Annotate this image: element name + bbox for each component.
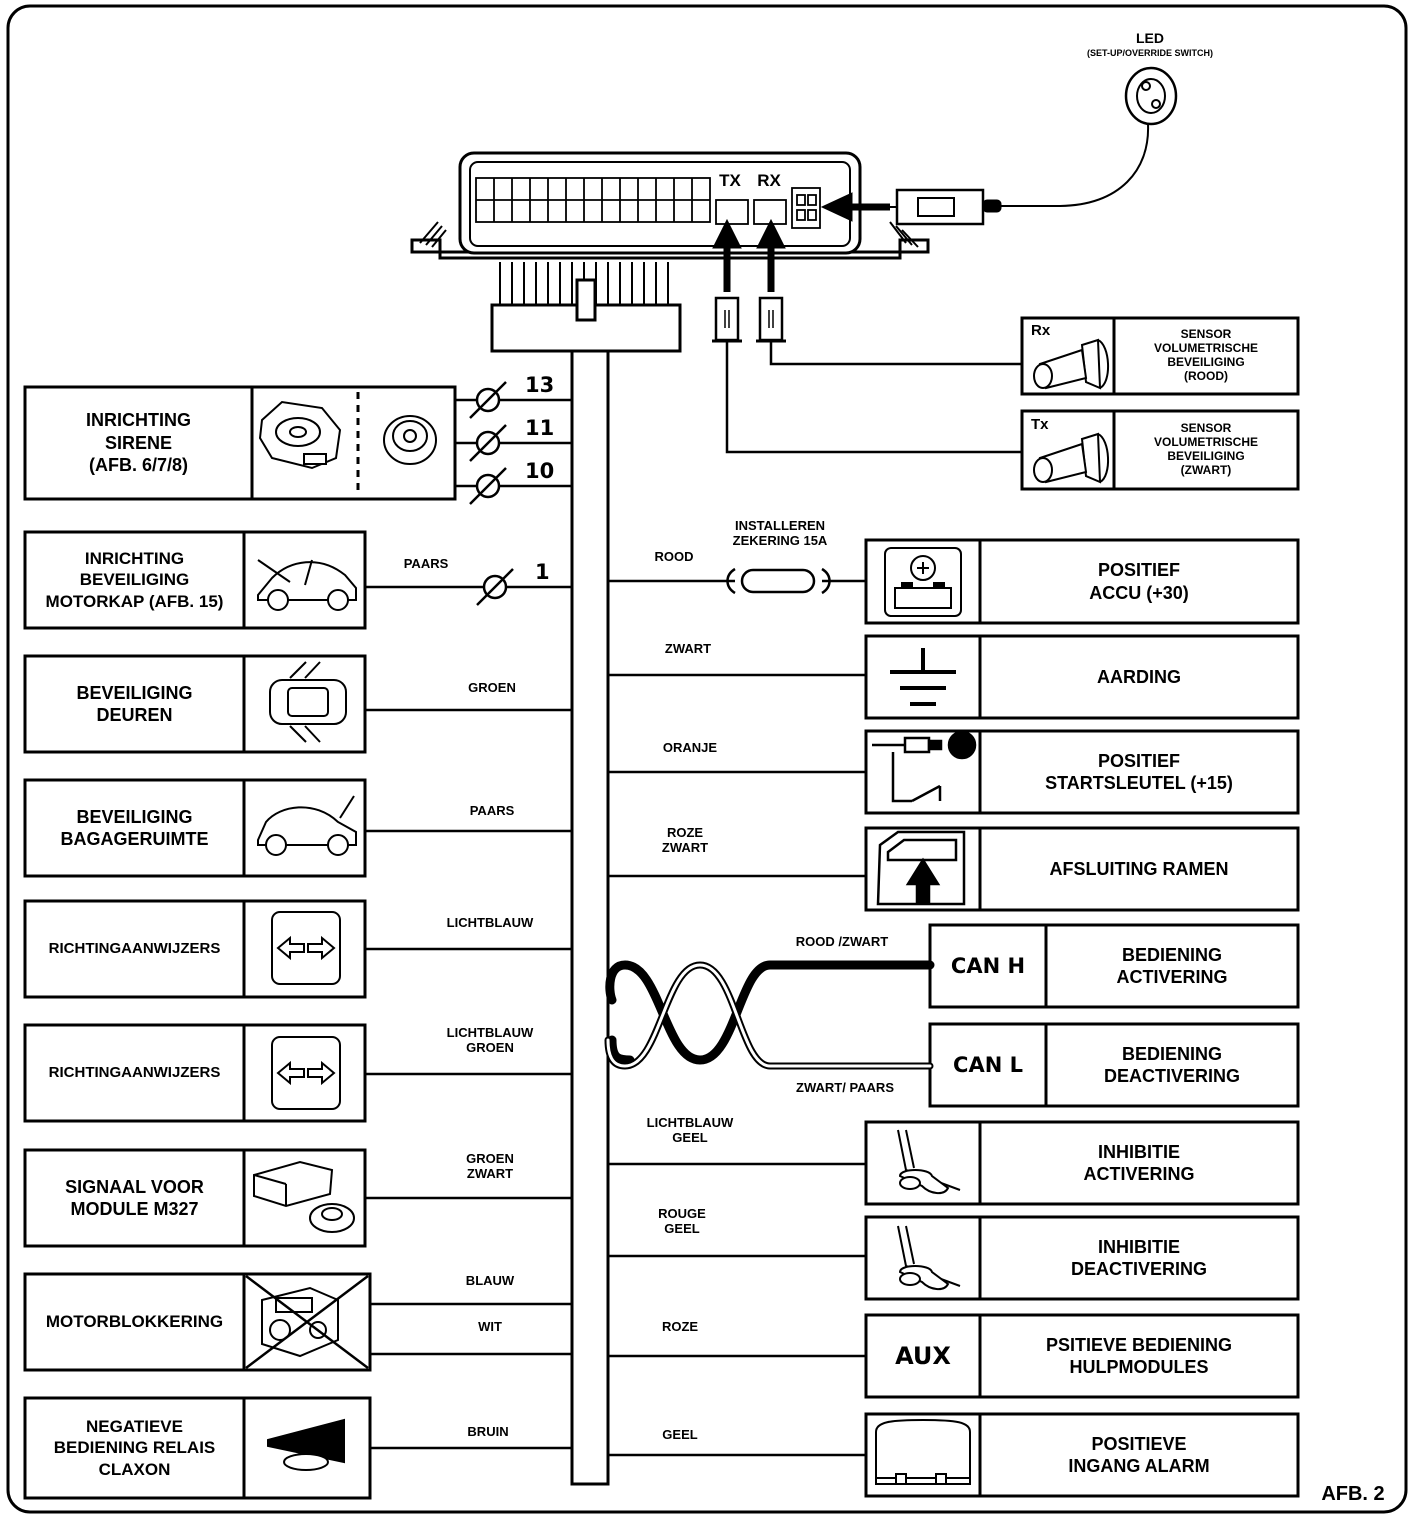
sensor-tx-tag: Tx [1031,415,1049,433]
window-icon [876,830,966,906]
pin-10: 10 [525,459,555,483]
wire-label-bruin: BRUIN [467,1424,509,1439]
wire-label-wit: WIT [478,1319,502,1334]
fuse-label: INSTALLEREN ZEKERING 15A [732,518,828,548]
tx-port-label: TX [719,171,741,191]
sensor-tx-label: SENSOR VOLUMETRISCHE BEVEILIGING (ZWART) [1153,421,1258,477]
horn-relay-label: NEGATIEVE BEDIENING RELAIS CLAXON [53,1417,216,1479]
wire-label-lichtblauw-groen: LICHTBLAUW GROEN [446,1025,534,1055]
right-wires [608,579,866,1457]
doors-label: BEVEILIGING DEUREN [76,682,193,726]
wire-label-lichtblauw-geel: LICHTBLAUW GEEL [646,1115,734,1145]
alarm-unit-icon [875,1418,971,1485]
door-handle-icon [897,1129,961,1194]
wire-label-roze-zwart: ROZE ZWART [661,825,709,855]
wire-label-paars-2: PAARS [469,803,515,818]
can-twisted-pair [604,960,935,1070]
turn-signals-label-2: RICHTINGAANWIJZERS [48,1063,221,1081]
trunk-label: BEVEILIGING BAGAGERUIMTE [60,806,209,850]
ignition-key-icon [872,730,977,803]
can-h-tag: CAN H [950,953,1026,978]
outer-frame [6,4,1408,1514]
inhibit-activate-label: INHIBITIE ACTIVERING [1083,1141,1195,1185]
pin-1: 1 [535,560,550,584]
battery-label: POSITIEF ACCU (+30) [1089,560,1189,603]
wire-label-blauw: BLAUW [465,1273,515,1288]
can-l-label: BEDIENING DEACTIVERING [1103,1043,1240,1087]
wire-label-lichtblauw: LICHTBLAUW [446,915,534,930]
siren-label: INRICHTING SIRENE (AFB. 6/7/8) [86,410,191,476]
windows-label: AFSLUITING RAMEN [1049,858,1229,879]
horn-icon [267,1418,345,1471]
pin-11: 11 [525,416,555,440]
inline-fuse [726,567,831,595]
wire-label-rood: ROOD [654,549,694,564]
rx-port-label: RX [757,171,781,191]
siren-icon [258,400,437,470]
engine-icon [245,1275,369,1369]
sensor-rx-label: SENSOR VOLUMETRISCHE BEVEILIGING (ROOD) [1153,327,1258,383]
car-trunk-icon [257,795,357,856]
car-hood-icon [257,559,357,611]
sensor-plugs [712,218,1022,454]
wire-label-groen-zwart: GROEN ZWART [466,1151,514,1181]
can-h-label: BEDIENING ACTIVERING [1116,944,1228,988]
wire-label-roze: ROZE [661,1319,699,1334]
wire-label-geel: GEEL [662,1427,698,1442]
wire-label-zwart: ZWART [664,641,712,656]
control-unit [410,151,930,260]
m327-label: SIGNAAL VOOR MODULE M327 [65,1176,204,1220]
harness-connector [490,262,682,353]
hood-label: INRICHTING BEVEILIGING MOTORKAP (AFB. 15… [45,549,224,611]
ground-label: AARDING [1097,666,1181,687]
sensor-rx-tag: Rx [1031,321,1051,339]
wire-label-zwart-paars: ZWART/ PAARS [796,1080,894,1095]
led-switch [820,66,1178,226]
alarm-input-label: POSITIEVE INGANG ALARM [1068,1433,1210,1477]
aux-tag: AUX [895,1342,951,1370]
battery-icon [884,547,962,617]
ignition-label: POSITIEF STARTSLEUTEL (+15) [1045,750,1233,794]
module-icon [253,1160,355,1233]
turn-signals-label-1: RICHTINGAANWIJZERS [48,939,221,957]
led-title: LED [1136,30,1164,47]
wire-label-oranje: ORANJE [662,740,718,755]
wire-label-groen: GROEN [468,680,516,695]
ground-icon [890,648,956,706]
pin-13: 13 [525,373,555,397]
turn-signal-icon [271,911,341,985]
led-subtitle: (SET-UP/OVERRIDE SWITCH) [1086,48,1213,59]
inhibit-deactivate-label: INHIBITIE DEACTIVERING [1070,1236,1207,1280]
wire-label-paars-1: PAARS [403,556,449,571]
door-handle-icon [897,1225,961,1290]
left-wires [365,398,572,1450]
car-doors-icon [269,661,347,743]
sensor-boxes [1020,316,1300,491]
aux-label: PSITIEVE BEDIENING HULPMODULES [1045,1334,1233,1378]
wire-label-rouge-geel: ROUGE GEEL [658,1206,706,1236]
figure-label: AFB. 2 [1321,1482,1385,1505]
main-wire-bundle [570,349,610,1486]
fuse-symbols [469,381,514,606]
turn-signal-icon [271,1036,341,1110]
engine-block-label: MOTORBLOKKERING [45,1312,224,1332]
can-l-tag: CAN L [953,1052,1023,1077]
wire-label-rood-zwart: ROOD /ZWART [795,934,889,949]
